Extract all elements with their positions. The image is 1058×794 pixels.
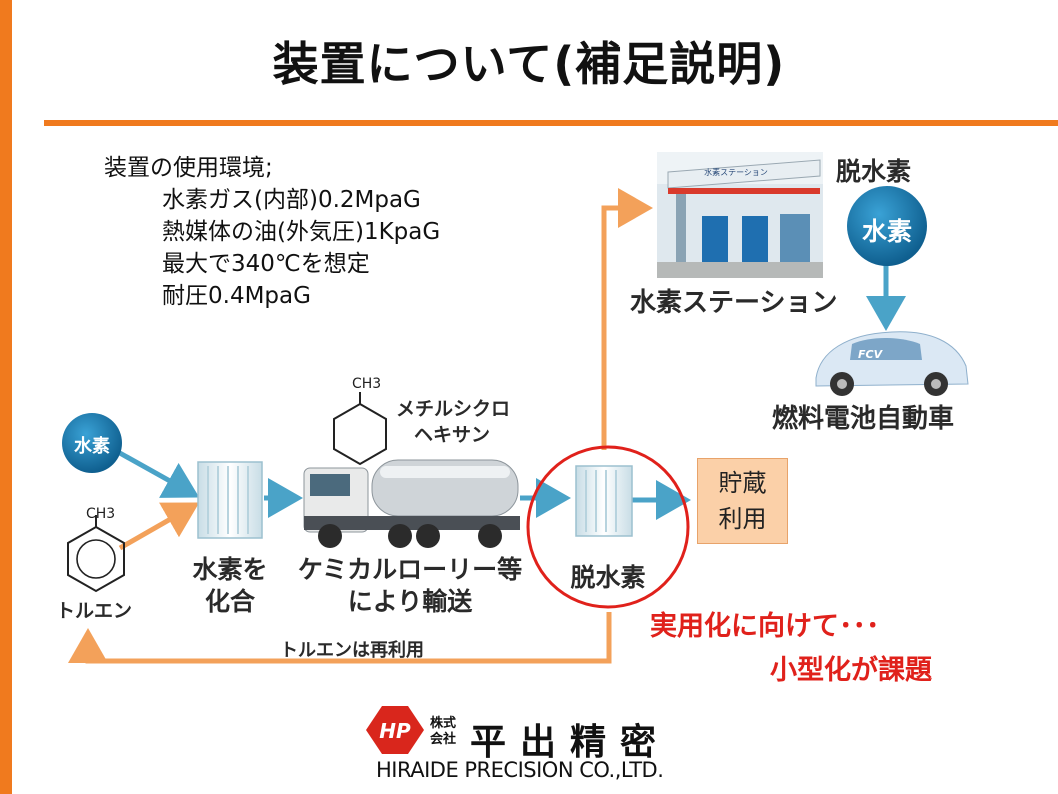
environment-line-2: 熱媒体の油(外気圧)1KpaG bbox=[162, 219, 441, 245]
hydrogen-circle-right-icon bbox=[847, 186, 927, 266]
company-english-name: HIRAIDE PRECISION CO.,LTD. bbox=[376, 758, 664, 782]
slide-title: 装置について(補足説明) bbox=[272, 37, 786, 91]
environment-line-4: 耐圧0.4MpaG bbox=[162, 283, 311, 309]
mch-ch3-label: CH3 bbox=[352, 376, 382, 392]
storage-box: 貯蔵 利用 bbox=[697, 458, 788, 544]
arrow-toluene-in bbox=[118, 502, 200, 551]
toluene-label: トルエン bbox=[56, 600, 133, 622]
methylcyclohexane-structure-icon bbox=[333, 392, 387, 466]
mch-label-2: ヘキサン bbox=[414, 424, 491, 446]
station-sign: 水素ステーション bbox=[704, 167, 768, 177]
arrow-toluene-return bbox=[68, 612, 612, 664]
right-dehydro-heading: 脱水素 bbox=[836, 157, 912, 186]
station-label: 水素ステーション bbox=[630, 288, 838, 318]
storage-line-1: 貯蔵 bbox=[718, 469, 767, 497]
combine-label-2: 化合 bbox=[204, 587, 255, 616]
mch-label-1: メチルシクロ bbox=[396, 398, 511, 420]
highlight-circle bbox=[526, 445, 690, 609]
fuel-cell-vehicle-icon bbox=[815, 331, 969, 396]
truck-label-2: により輸送 bbox=[347, 587, 473, 616]
svg-text:HP: HP bbox=[379, 719, 411, 743]
toluene-reuse-label: トルエンは再利用 bbox=[280, 640, 424, 661]
environment-line-3: 最大で340℃を想定 bbox=[162, 251, 370, 277]
hydrogen-circle-icon bbox=[62, 413, 122, 473]
storage-line-2: 利用 bbox=[718, 505, 767, 533]
hydrogen-circle-label: 水素 bbox=[74, 436, 110, 457]
company-kk-bottom: 会社 bbox=[430, 732, 457, 747]
arrow-hydrogen-in bbox=[116, 449, 200, 498]
truck-label-1: ケミカルローリー等 bbox=[297, 555, 523, 584]
reactor-dehydro-icon bbox=[575, 465, 633, 537]
arrow-to-station bbox=[601, 188, 653, 450]
toluene-structure-icon bbox=[67, 515, 125, 593]
title-rule bbox=[44, 120, 1058, 126]
toluene-ch3-label: CH3 bbox=[86, 506, 116, 522]
environment-heading: 装置の使用環境; bbox=[104, 155, 273, 181]
tanker-truck-icon bbox=[303, 459, 520, 548]
environment-line-1: 水素ガス(内部)0.2MpaG bbox=[162, 187, 421, 213]
callout-line-2: 小型化が課題 bbox=[770, 655, 932, 686]
callout-line-1: 実用化に向けて･･･ bbox=[650, 611, 880, 642]
combine-label-1: 水素を bbox=[192, 555, 268, 584]
fcv-badge: FCV bbox=[858, 348, 884, 361]
reactor-combine-icon bbox=[197, 461, 263, 539]
right-hydrogen-circle-label: 水素 bbox=[861, 217, 912, 246]
dehydro-label: 脱水素 bbox=[570, 563, 646, 592]
fcv-label: 燃料電池自動車 bbox=[772, 404, 955, 434]
hiraide-logo-icon: HP bbox=[366, 706, 424, 754]
company-name: 平出精密 bbox=[470, 722, 671, 763]
company-kk-top: 株式 bbox=[430, 716, 457, 731]
left-accent-bar bbox=[0, 0, 12, 794]
hydrogen-station-photo bbox=[657, 152, 823, 278]
